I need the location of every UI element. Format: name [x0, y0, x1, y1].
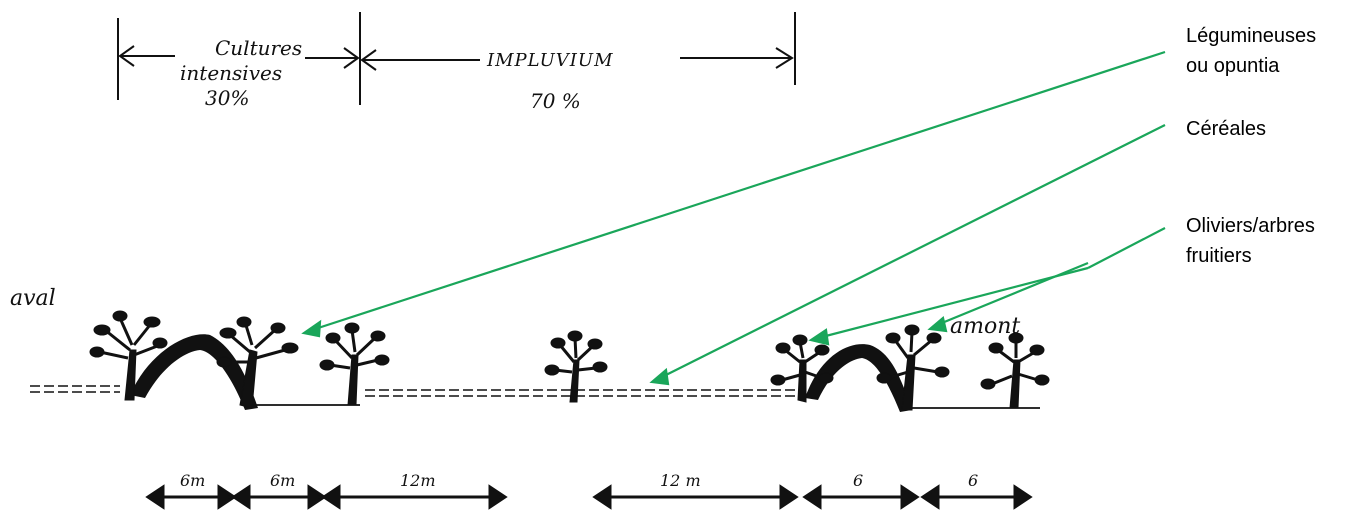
plant-7 — [980, 332, 1050, 409]
header-dimensions — [117, 12, 796, 105]
trees-pointer-main — [1087, 227, 1166, 269]
trees-pointer-1 — [817, 266, 1089, 340]
spacing-row — [145, 484, 1033, 510]
cereals-arrowhead — [649, 367, 670, 386]
plants — [89, 310, 1050, 411]
amont-label: amont — [950, 314, 1020, 339]
spacing-label-1: 6m — [180, 471, 205, 490]
legumes-label-line1: Légumineuses — [1186, 25, 1316, 47]
impluvium-arrowhead-left — [360, 49, 377, 71]
spacing-label-3: 12m — [400, 471, 436, 490]
cereals-label: Céréales — [1186, 118, 1266, 140]
plant-4 — [544, 330, 608, 403]
cultures-arrowhead-right — [343, 47, 360, 69]
legumes-label-line2: ou opuntia — [1186, 55, 1280, 77]
legumes-arrowhead — [301, 319, 322, 338]
mound-left — [130, 334, 258, 410]
cultures-label-line1: Cultures — [215, 36, 302, 60]
impluvium-label: IMPLUVIUM — [486, 50, 614, 71]
impluvium-percent: 70 % — [530, 89, 581, 113]
impluvium-arrowhead-right — [775, 47, 794, 69]
cereals-pointer — [659, 124, 1166, 379]
plant-6 — [876, 324, 950, 411]
plant-5 — [770, 334, 834, 403]
cultures-arrowhead-left — [118, 45, 135, 67]
mound-right — [805, 344, 912, 412]
trees-pointer-2 — [936, 261, 1089, 327]
annotation-lines — [301, 50, 1166, 386]
spacing-label-2: 6m — [270, 471, 295, 490]
trees-arrowhead-2 — [927, 315, 948, 333]
plant-1 — [89, 310, 168, 401]
cultures-label-line3: 30% — [205, 86, 249, 110]
plant-3 — [319, 322, 390, 406]
trees-label-line1: Oliviers/arbres — [1186, 215, 1315, 237]
ground-line — [30, 385, 1040, 409]
spacing-label-4: 12 m — [660, 471, 701, 490]
spacing-label-5: 6 — [853, 471, 863, 490]
plant-2 — [216, 316, 299, 409]
spacing-label-6: 6 — [968, 471, 978, 490]
cultures-label-line2: intensives — [180, 61, 282, 85]
trees-arrowhead-1 — [808, 328, 830, 346]
trees-label-line2: fruitiers — [1186, 245, 1252, 267]
legumes-pointer — [311, 50, 1166, 332]
aval-label: aval — [10, 286, 56, 311]
